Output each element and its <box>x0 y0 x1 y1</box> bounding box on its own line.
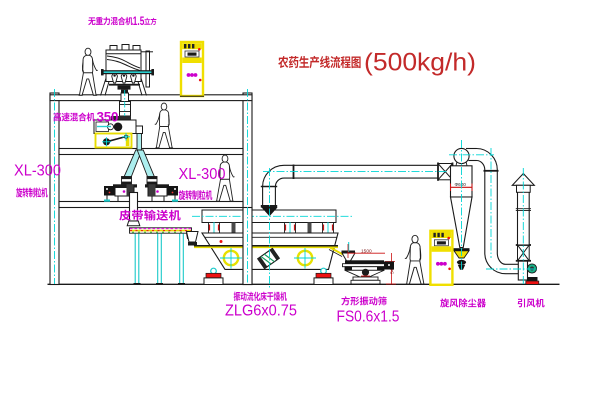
svg-text:350: 350 <box>97 110 119 125</box>
svg-text:545: 545 <box>389 266 395 274</box>
svg-text:FS0.6x1.5: FS0.6x1.5 <box>337 309 400 326</box>
svg-text:(500kg/h): (500kg/h) <box>364 49 476 77</box>
svg-text:1.5: 1.5 <box>133 16 145 28</box>
svg-text:1500: 1500 <box>361 249 372 255</box>
svg-text:Φ600: Φ600 <box>455 182 467 187</box>
svg-text:XL-300: XL-300 <box>179 166 226 183</box>
svg-text:ZLG6x0.75: ZLG6x0.75 <box>225 303 297 320</box>
svg-text:XL-300: XL-300 <box>14 163 61 180</box>
